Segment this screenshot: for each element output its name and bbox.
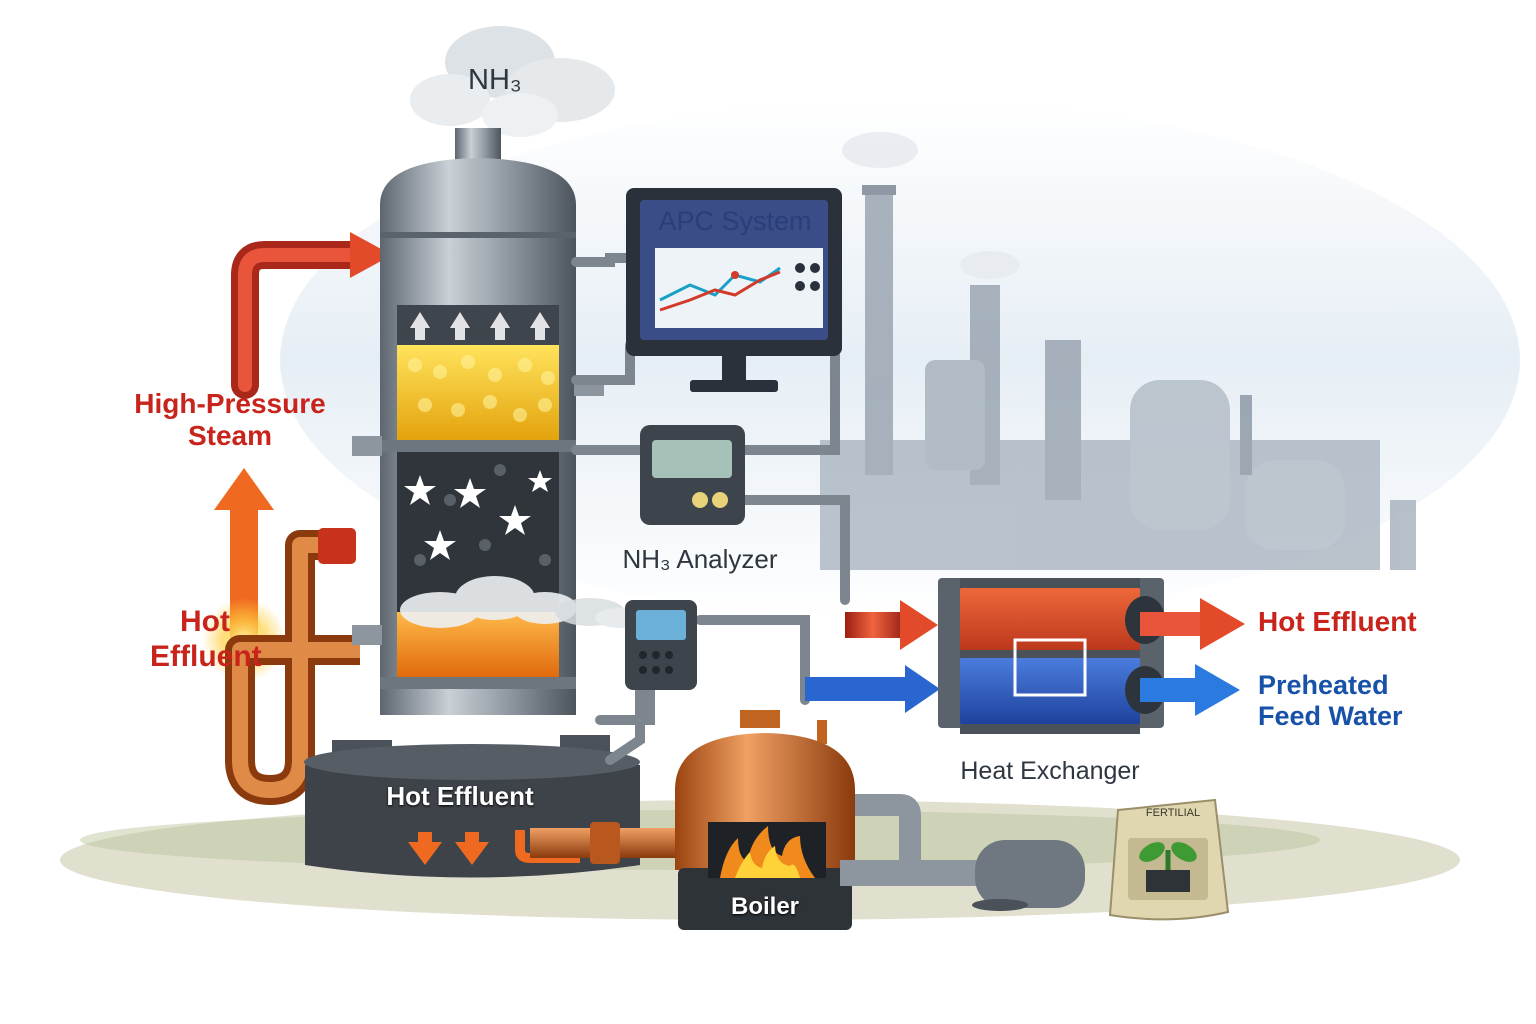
cold-inlet-arrow xyxy=(805,665,940,713)
nh3-analyzer-label: NH₃ Analyzer xyxy=(622,544,778,574)
fertilizer-bag-label: FERTILIAL xyxy=(1145,807,1201,819)
hot-outlet-arrow xyxy=(1140,598,1245,650)
steam-pipe xyxy=(231,232,392,399)
pipe-valve xyxy=(318,528,356,564)
hot-inlet-arrow xyxy=(845,600,938,650)
nh3-vapor-label: NH₃ xyxy=(468,64,522,96)
high-pressure-steam-label: High-Pressure Steam xyxy=(134,388,326,452)
feedwater-outlet-arrow xyxy=(1140,664,1240,716)
boiler-label: Boiler xyxy=(730,893,799,920)
fertilizer-bag xyxy=(1108,798,1230,921)
hot-effluent-right-label: Hot Effluent xyxy=(1258,606,1417,637)
handheld-controller xyxy=(625,600,697,690)
heat-exchanger-unit xyxy=(938,578,1165,734)
factory-skyline xyxy=(820,132,1416,570)
steam-inlet-arrow xyxy=(350,232,392,278)
reactor-column xyxy=(352,128,604,715)
preheated-feed-water-label: Preheated Feed Water xyxy=(1258,670,1403,732)
copper-loop-pipe xyxy=(225,528,360,805)
base-to-boiler-pipe xyxy=(530,822,690,864)
boiler-unit xyxy=(675,710,921,930)
instrument-pipes xyxy=(571,253,850,765)
boiler-flame xyxy=(720,826,815,878)
apc-system-label: APC System xyxy=(658,206,812,236)
nh3-vapor-cloud xyxy=(410,26,615,137)
hot-effluent-base-label: Hot Effluent xyxy=(386,781,534,811)
pump-unit xyxy=(840,840,1085,911)
hot-effluent-left-label: Hot Effluent xyxy=(150,605,262,673)
nh3-analyzer-device xyxy=(640,425,745,525)
apc-monitor xyxy=(626,188,842,392)
heat-exchanger-label: Heat Exchanger xyxy=(960,757,1140,785)
